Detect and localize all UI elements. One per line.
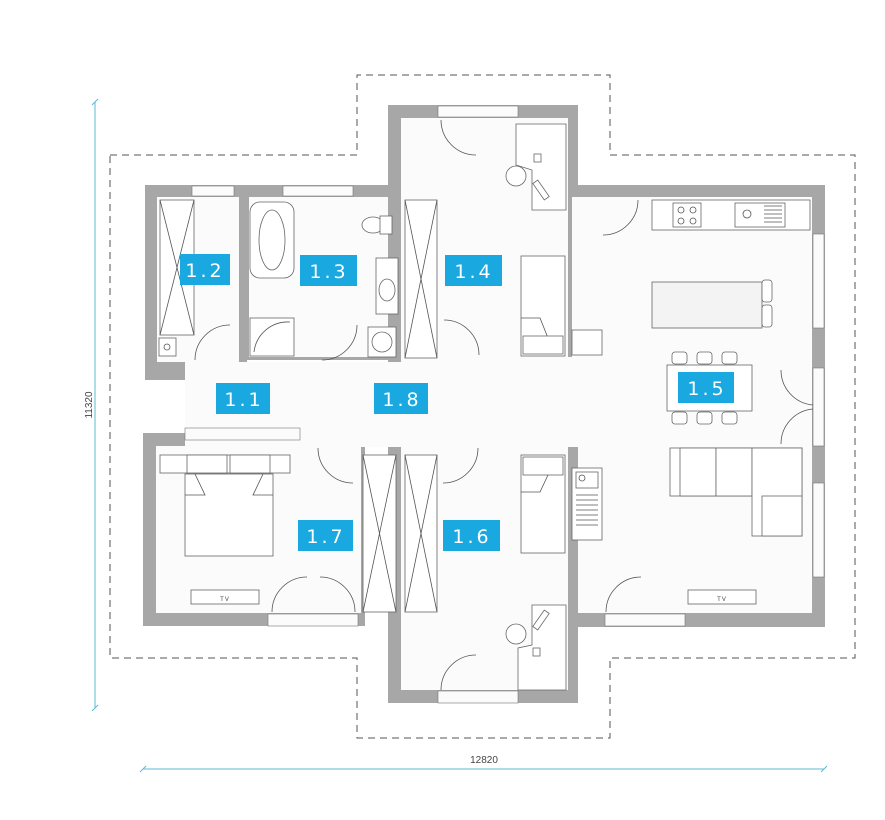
svg-text:1.5: 1.5 [687, 378, 726, 400]
room-label-1-1: 1.1 [216, 383, 270, 414]
room-label-1-4: 1.4 [445, 255, 502, 286]
windows [184, 105, 825, 704]
desks [505, 123, 567, 691]
svg-text:1.1: 1.1 [224, 389, 263, 411]
kitchen [571, 199, 811, 541]
room-label-1-7: 1.7 [298, 520, 353, 551]
tv-label-living: TV [717, 597, 727, 603]
svg-text:1.7: 1.7 [306, 526, 345, 548]
double-bed [159, 454, 291, 605]
height-dimension: 11320 [84, 391, 95, 419]
tv-label-bedroom: TV [220, 597, 230, 603]
room-label-1-2: 1.2 [180, 254, 230, 285]
bathroom-fixtures [158, 201, 399, 358]
wardrobes [159, 199, 438, 613]
room-label-1-5: 1.5 [678, 372, 734, 403]
svg-text:1.4: 1.4 [454, 261, 493, 283]
room-label-1-3: 1.3 [300, 255, 357, 286]
svg-text:1.3: 1.3 [309, 261, 348, 283]
sofa [669, 447, 803, 605]
svg-text:1.8: 1.8 [382, 389, 421, 411]
roof-outline [109, 74, 856, 739]
svg-text:1.2: 1.2 [185, 260, 224, 282]
dimension-lines [91, 98, 828, 773]
doors [194, 119, 814, 691]
single-beds [520, 255, 566, 554]
width-dimension: 12820 [470, 755, 498, 766]
svg-text:1.6: 1.6 [452, 526, 491, 548]
room-label-1-6: 1.6 [443, 520, 500, 551]
room-label-1-8: 1.8 [374, 383, 428, 414]
